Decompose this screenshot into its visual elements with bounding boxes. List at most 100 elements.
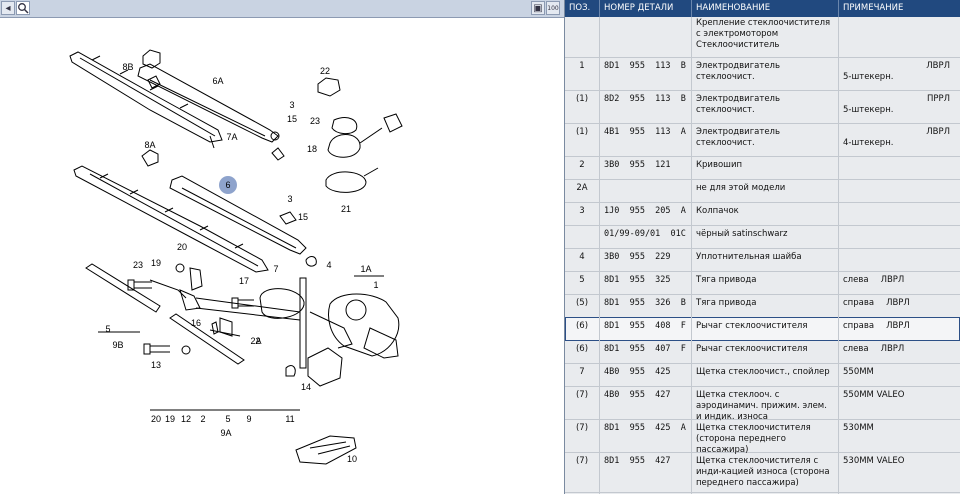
cell-pos xyxy=(565,225,600,248)
parts-table-header: ПОЗ. НОМЕР ДЕТАЛИ НАИМЕНОВАНИЕ ПРИМЕЧАНИ… xyxy=(565,0,960,17)
callout-label[interactable]: 10 xyxy=(347,454,357,464)
callout-label[interactable]: 9A xyxy=(220,428,231,438)
callout-label[interactable]: 11 xyxy=(285,414,294,424)
callout-label[interactable]: 1 xyxy=(373,280,378,290)
callout-label[interactable]: 6 xyxy=(225,180,230,190)
cell-note: справа ЛВРЛ xyxy=(839,317,960,340)
cell-note xyxy=(839,225,960,248)
callout-label[interactable]: 2A xyxy=(250,336,261,346)
cell-part-number: 1J0 955 205 A xyxy=(600,202,692,225)
callout-label[interactable]: 3 xyxy=(287,194,292,204)
cell-pos: 2A xyxy=(565,179,600,202)
fit-page-icon[interactable]: ▣ xyxy=(531,1,545,15)
wiper-arm-lower xyxy=(169,175,317,267)
header-name[interactable]: НАИМЕНОВАНИЕ xyxy=(692,0,839,17)
callout-label[interactable]: 2 xyxy=(200,414,205,424)
cell-part-number: 01/99-09/01 01C xyxy=(600,225,692,248)
callout-label[interactable]: 13 xyxy=(151,360,161,370)
highlight-marker[interactable] xyxy=(219,176,237,194)
magnifier-icon[interactable] xyxy=(16,1,30,15)
callout-label[interactable]: 18 xyxy=(307,144,317,154)
header-part-number[interactable]: НОМЕР ДЕТАЛИ xyxy=(600,0,692,17)
note-text: 5-штекерн. xyxy=(843,105,894,115)
cell-part-number xyxy=(600,179,692,202)
bolts xyxy=(127,263,296,377)
callout-label[interactable]: 17 xyxy=(239,276,249,286)
cell-part-number: 4B0 955 425 xyxy=(600,363,692,386)
callout-label[interactable]: 20 xyxy=(177,242,187,252)
zoom-100-icon[interactable]: 100 xyxy=(546,1,560,15)
callout-label[interactable]: 3 xyxy=(289,100,294,110)
wiper-blade-upper xyxy=(69,51,223,149)
callout-label[interactable]: 16 xyxy=(191,318,201,328)
connector-22-23 xyxy=(317,77,403,193)
cell-pos: 1 xyxy=(565,57,600,90)
note-text: 5-штекерн. xyxy=(843,72,894,82)
callout-label[interactable]: 20 xyxy=(151,414,161,424)
cell-pos: (7) xyxy=(565,419,600,452)
callout-label[interactable]: 7A xyxy=(226,132,237,142)
cell-name: Электродвигатель стеклоочист. xyxy=(692,90,839,123)
callout-label[interactable]: 8B xyxy=(122,62,133,72)
callout-label[interactable]: 14 xyxy=(301,382,311,392)
callout-label[interactable]: 23 xyxy=(310,116,320,126)
cell-name: Рычаг стеклоочистителя xyxy=(692,317,839,340)
cell-pos: 3 xyxy=(565,202,600,225)
cell-name: Колпачок xyxy=(692,202,839,225)
callout-label[interactable]: 9B xyxy=(112,340,123,350)
clip-8a xyxy=(141,149,159,167)
cell-note: 550ММ VALEO xyxy=(843,390,905,400)
callout-label[interactable]: 21 xyxy=(341,204,351,214)
callout-label[interactable]: 8A xyxy=(144,140,155,150)
cell-pos: (5) xyxy=(565,294,600,317)
header-note[interactable]: ПРИМЕЧАНИЕ xyxy=(843,3,904,13)
cell-name: чёрный satinschwarz xyxy=(692,225,839,248)
callout-label[interactable]: 5 xyxy=(225,414,230,424)
wiper-blade-lower xyxy=(73,165,269,273)
cell-part-number: 8D1 955 425 A xyxy=(600,419,692,452)
back-arrow-icon[interactable]: ◂ xyxy=(1,1,15,15)
callout-label[interactable]: 1A xyxy=(360,264,371,274)
callout-label[interactable]: 22 xyxy=(320,66,330,76)
callout-label[interactable]: 5 xyxy=(105,324,110,334)
cell-pos: (6) xyxy=(565,340,600,363)
side-code: ЛВРЛ xyxy=(886,321,910,331)
callout-label[interactable]: 2 xyxy=(255,336,260,346)
callout-label[interactable]: 19 xyxy=(165,414,175,424)
callout-label[interactable]: 23 xyxy=(133,260,143,270)
callout-label[interactable]: 7 xyxy=(273,264,278,274)
wiper-arm-upper xyxy=(137,63,285,161)
callout-label[interactable]: 4 xyxy=(326,260,331,270)
callout-label[interactable]: 12 xyxy=(181,414,191,424)
header-pos[interactable]: ПОЗ. xyxy=(565,0,600,17)
cell-pos: 5 xyxy=(565,271,600,294)
cell-note: 530ММ xyxy=(843,423,874,433)
callout-label[interactable]: 6A xyxy=(212,76,223,86)
callout-label[interactable]: 15 xyxy=(298,212,308,222)
callout-label[interactable]: 19 xyxy=(151,258,161,268)
callout-label[interactable]: 15 xyxy=(287,114,297,124)
cell-name: Щетка стеклооч. с аэродинамич. прижим. э… xyxy=(692,386,839,422)
callout-label[interactable]: 9 xyxy=(246,414,251,424)
cell-name: Тяга привода xyxy=(692,294,839,317)
note-text: справа xyxy=(843,321,875,331)
